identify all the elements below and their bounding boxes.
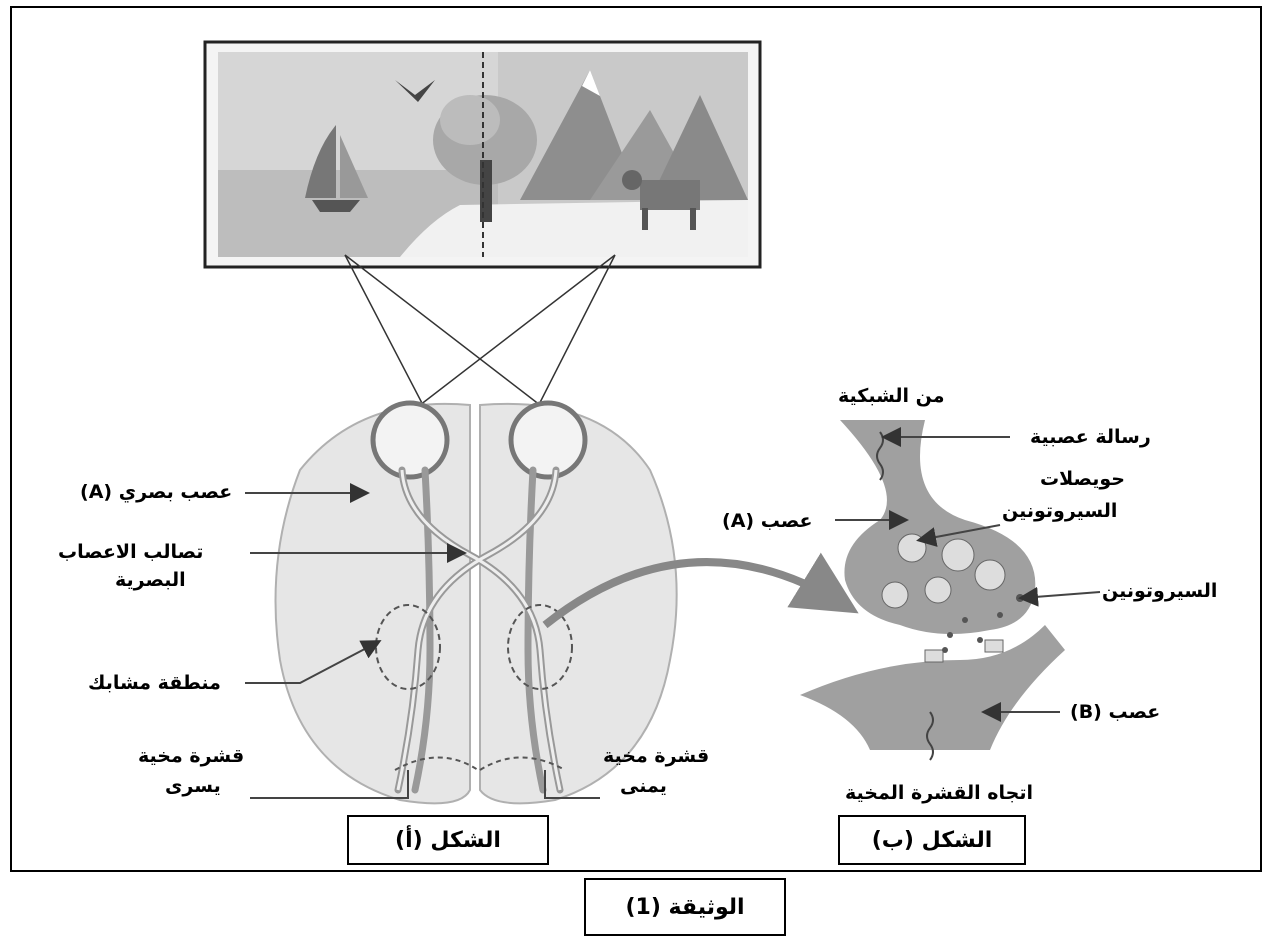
left-eye: [373, 403, 447, 477]
label-left-cortex-line2: يسرى: [165, 773, 221, 799]
document-title: الوثيقة (1): [584, 878, 786, 936]
label-vesicles-line2: السيروتونين: [1002, 498, 1117, 524]
label-right-cortex-line2: يمنى: [620, 773, 667, 799]
label-optic-nerve: عصب بصري (A): [80, 479, 232, 505]
caption-figure-b: الشكل (ب): [838, 815, 1026, 865]
label-optic-chiasm-line2: البصرية: [115, 567, 186, 593]
label-left-cortex-line1: قشرة مخية: [138, 743, 244, 769]
label-synapse-area: منطقة مشابك: [88, 670, 221, 696]
synapse-detail: [800, 420, 1065, 760]
visual-field-scene: [205, 42, 760, 267]
label-vesicles-line1: حويصلات: [1040, 466, 1125, 492]
label-nerve-message: رسالة عصبية: [1030, 424, 1151, 450]
label-right-cortex-line1: قشرة مخية: [603, 743, 709, 769]
caption-figure-a: الشكل (أ): [347, 815, 549, 865]
label-from-retina: من الشبكية: [838, 383, 945, 409]
label-to-cortex: اتجاه القشرة المخية: [845, 780, 1033, 806]
label-nerve-b: عصب (B): [1070, 699, 1160, 725]
label-serotonin: السيروتونين: [1102, 578, 1217, 604]
right-eye: [511, 403, 585, 477]
label-nerve-a: عصب (A): [722, 508, 813, 534]
label-optic-chiasm-line1: تصالب الاعصاب: [58, 539, 203, 565]
